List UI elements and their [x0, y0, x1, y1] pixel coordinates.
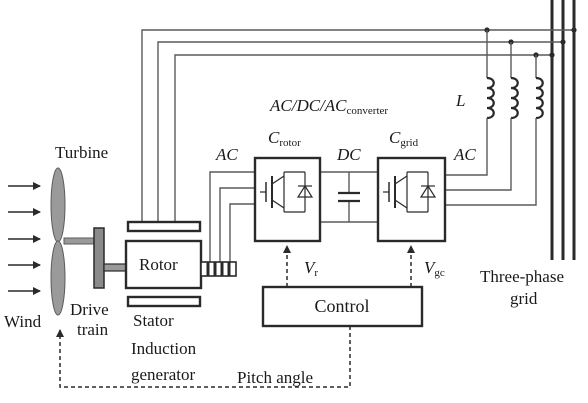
- drive-label: Drive: [70, 300, 109, 319]
- inductor-coils: [486, 30, 544, 125]
- c-grid-main: C: [389, 128, 401, 147]
- rotor-converter-wires: [209, 171, 255, 262]
- wind-label: Wind: [4, 312, 42, 331]
- stator-label: Stator: [133, 311, 174, 330]
- induction-label: Induction: [131, 339, 197, 358]
- grid-label: grid: [510, 289, 538, 308]
- turbine-blades: [50, 167, 95, 316]
- slip-rings: [200, 261, 237, 277]
- grid-side-converter: [376, 156, 447, 243]
- c-rotor-label: Crotor: [268, 128, 301, 149]
- v-gc-label: Vgc: [424, 258, 445, 279]
- v-r-sub: r: [314, 267, 318, 279]
- drive-train: [93, 227, 127, 289]
- turbine-label: Turbine: [55, 143, 108, 162]
- c-rotor-sub: rotor: [279, 137, 301, 149]
- train-label: train: [77, 320, 109, 339]
- induction-generator: [124, 220, 203, 308]
- v-r-main: V: [304, 258, 317, 277]
- inductor-label: L: [455, 91, 465, 110]
- dc-label: DC: [336, 145, 361, 164]
- dc-link: [320, 171, 378, 223]
- converter-title-sub: converter: [347, 105, 389, 117]
- v-r-label: Vr: [304, 258, 318, 279]
- c-rotor-main: C: [268, 128, 280, 147]
- rotor-side-converter: [253, 156, 322, 243]
- wind-arrows: [8, 182, 41, 295]
- c-grid-sub: grid: [400, 137, 418, 149]
- ac-left-label: AC: [215, 145, 238, 164]
- ac-right-label: AC: [453, 145, 476, 164]
- three-phase-label: Three-phase: [480, 267, 564, 286]
- rotor-label: Rotor: [139, 255, 178, 274]
- stator-grid-wires: [141, 27, 577, 222]
- generator-label: generator: [131, 365, 196, 384]
- converter-title: AC/DC/ACconverter: [269, 96, 388, 117]
- v-gc-sub: gc: [434, 267, 445, 279]
- converter-title-main: AC/DC/AC: [269, 96, 347, 115]
- grid-busbars: [550, 0, 576, 260]
- pitch-angle-feedback: [56, 326, 351, 388]
- grid-converter-wires: [445, 125, 537, 206]
- v-gc-main: V: [424, 258, 437, 277]
- control-box: [261, 285, 424, 328]
- c-grid-label: Cgrid: [389, 128, 419, 149]
- control-label: Control: [314, 296, 369, 316]
- pitch-angle-label: Pitch angle: [237, 368, 313, 387]
